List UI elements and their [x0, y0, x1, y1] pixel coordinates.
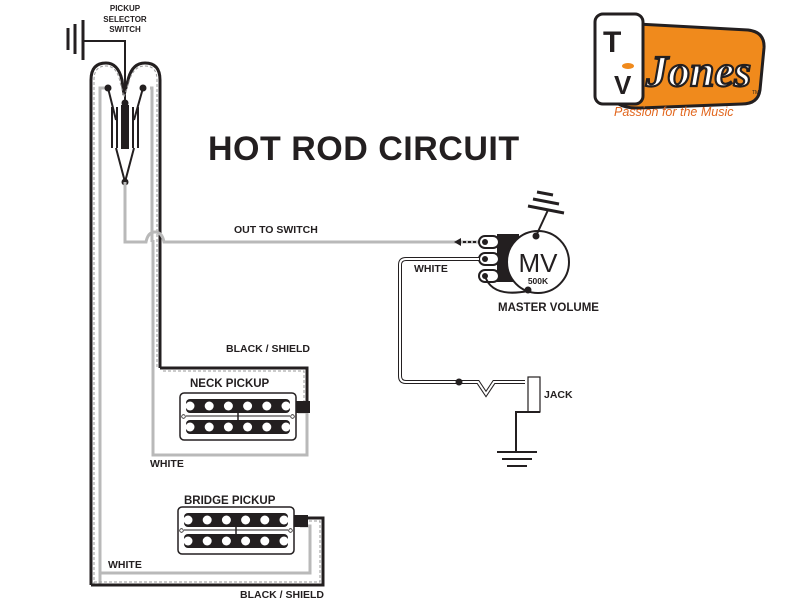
- bridge-black-shield-wire: [91, 516, 325, 587]
- neck-pickup-pole-piece: [223, 422, 233, 432]
- neck-pickup-wiring: BLACK / SHIELD WHITE NECK PICKUP: [150, 240, 310, 470]
- tv-jones-logo: T V Jones TM Passion for the Music: [593, 12, 766, 119]
- bridge-pickup-coil-2: [184, 534, 288, 548]
- bridge-pickup-cable-boot: [294, 515, 308, 527]
- neck-pickup-pole-piece: [262, 422, 272, 432]
- switch-body: [107, 87, 144, 183]
- switch-lug-right: [139, 84, 147, 92]
- jack-ground-icon: [497, 451, 537, 467]
- logo-initial-t: T: [603, 26, 621, 59]
- jack-body: [527, 376, 541, 413]
- switch-label-line-3: SWITCH: [109, 25, 141, 34]
- logo-dot: [622, 63, 634, 69]
- bridge-pickup-pole-piece: [241, 515, 251, 525]
- switch-white-left: [98, 86, 108, 585]
- out-to-switch-label: OUT TO SWITCH: [234, 224, 318, 236]
- switch-label-line-1: PICKUP: [110, 4, 141, 13]
- bridge-pickup-pole-piece: [241, 536, 251, 546]
- master-volume-pot: MV 500K MASTER VOLUME: [478, 190, 599, 314]
- neck-pickup-mount-hole: [181, 414, 186, 419]
- switch-label-line-2: SELECTOR: [103, 15, 147, 24]
- bridge-pickup-mount-hole: [179, 528, 184, 533]
- bridge-pickup-label: BRIDGE PICKUP: [184, 495, 276, 507]
- switch-lug-left: [104, 84, 112, 92]
- neck-pickup-coil-2: [186, 420, 290, 434]
- out-to-switch-wire: OUT TO SWITCH: [123, 182, 480, 246]
- bridge-pickup-pole-piece: [183, 536, 193, 546]
- switch-ground-wire: [83, 40, 126, 100]
- bridge-pickup: [177, 506, 308, 555]
- bridge-pickup-pole-piece: [183, 515, 193, 525]
- harness-shield-dash: [93, 65, 158, 585]
- neck-pickup-pole-piece: [281, 422, 291, 432]
- switch-blade: [121, 105, 129, 149]
- bridge-pickup-mount-hole: [288, 528, 293, 533]
- arrow-left-icon: [454, 238, 461, 246]
- logo-wordmark: Jones: [645, 47, 751, 96]
- harness-black-shield-outer: [89, 61, 162, 585]
- output-jack: JACK: [497, 376, 573, 467]
- neck-black-shield-label: BLACK / SHIELD: [226, 343, 310, 355]
- bridge-pickup-pole-piece: [221, 515, 231, 525]
- bridge-pickup-pole-piece: [260, 515, 270, 525]
- neck-pickup-coil-1: [186, 399, 290, 413]
- neck-pickup-mount-hole: [290, 414, 295, 419]
- neck-white-label: WHITE: [150, 458, 184, 470]
- logo-trademark: TM: [752, 90, 759, 96]
- bridge-pickup-coil-1: [184, 513, 288, 527]
- logo-tagline: Passion for the Music: [614, 105, 734, 119]
- bridge-pickup-pole-piece: [279, 515, 289, 525]
- diagram-title: HOT ROD CIRCUIT: [208, 130, 520, 168]
- jack-label: JACK: [544, 389, 573, 401]
- neck-pickup-pole-piece: [185, 422, 195, 432]
- neck-pickup-pole-piece: [281, 401, 291, 411]
- neck-pickup-pole-piece: [223, 401, 233, 411]
- neck-pickup: [179, 392, 310, 441]
- pot-ground-icon: [527, 190, 565, 215]
- bridge-pickup-pole-piece: [202, 515, 212, 525]
- neck-pickup-pole-piece: [243, 422, 253, 432]
- logo-tv-badge: [593, 12, 645, 106]
- neck-pickup-pole-piece: [243, 401, 253, 411]
- bridge-pickup-wiring: WHITE BLACK / SHIELD BRIDGE PICKUP: [91, 495, 325, 600]
- jack-tip-junction: [455, 378, 463, 386]
- bridge-pickup-pole-piece: [202, 536, 212, 546]
- neck-pickup-cable-boot: [296, 401, 310, 413]
- neck-pickup-pole-piece: [185, 401, 195, 411]
- logo-initial-v: V: [614, 70, 632, 100]
- bridge-pickup-pole-piece: [221, 536, 231, 546]
- bridge-pickup-pole-piece: [279, 536, 289, 546]
- switch-white-right: [150, 86, 154, 242]
- neck-pickup-pole-piece: [262, 401, 272, 411]
- neck-pickup-pole-piece: [204, 401, 214, 411]
- pickup-selector-switch: PICKUP SELECTOR SWITCH: [66, 4, 162, 585]
- master-volume-label: MASTER VOLUME: [498, 302, 599, 314]
- switch-lug-center: [121, 99, 129, 107]
- pot-symbol: MV: [519, 248, 559, 278]
- mv-to-jack-wire: WHITE: [398, 257, 525, 398]
- bridge-white-label: WHITE: [108, 559, 142, 571]
- bridge-pickup-pole-piece: [260, 536, 270, 546]
- pot-ground-wire: [535, 209, 549, 237]
- neck-pickup-label: NECK PICKUP: [190, 378, 270, 390]
- jack-ground-wire: [515, 411, 540, 452]
- bridge-black-shield-label: BLACK / SHIELD: [240, 589, 324, 600]
- pot-jumper-wire: [484, 275, 529, 294]
- pot-value: 500K: [528, 276, 549, 286]
- pot-lug-1: [478, 235, 500, 249]
- mv-white-label: WHITE: [414, 263, 448, 275]
- switch-ground-icon: [66, 20, 85, 60]
- neck-pickup-pole-piece: [204, 422, 214, 432]
